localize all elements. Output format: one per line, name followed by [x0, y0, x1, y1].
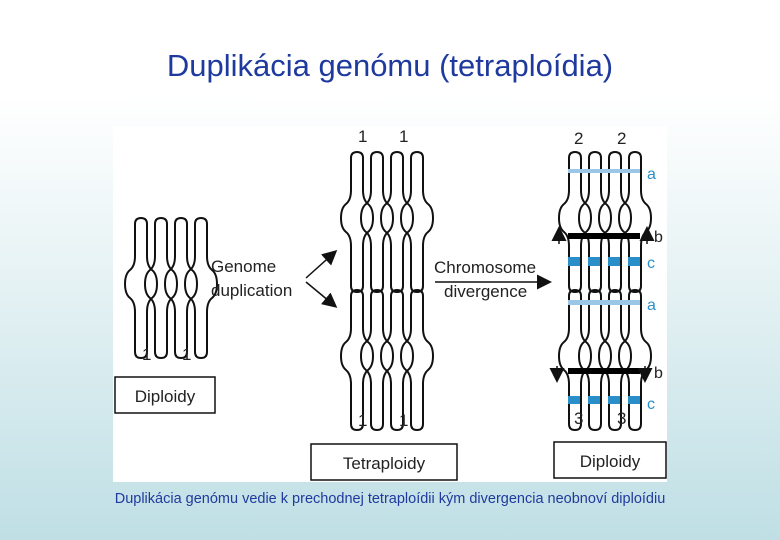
tetraploid-bottom-pair: [340, 289, 434, 431]
band-letter-b-top: b: [654, 229, 663, 246]
genome-duplication-label-2: duplication: [211, 281, 292, 300]
band-b-top: [568, 233, 640, 239]
diploidy-box-right: [553, 441, 667, 479]
band-b-bottom: [568, 368, 640, 374]
arrow-up: [305, 249, 338, 279]
band-letter-a-bottom: a: [647, 297, 656, 314]
band-letter-b-bottom: b: [654, 365, 663, 382]
right-bottom-number-1: 3: [574, 409, 583, 428]
tetraploid-bottom-number-1: 1: [358, 411, 367, 430]
diploid-number-2: 1: [182, 345, 191, 364]
band-a-top: [568, 169, 640, 173]
slide-title: Duplikácia genómu (tetraploídia): [166, 48, 614, 83]
right-bottom-pair: [558, 289, 652, 431]
tetraploid-bottom-number-2: 1: [399, 411, 408, 430]
diploidy-label-right: Diploidy: [580, 452, 641, 471]
genome-duplication-figure: 1 1 Diploidy Genome duplication 1 1 1 1 …: [113, 126, 667, 482]
diploid-number-1: 1: [142, 345, 151, 364]
tetraploidy-box: [310, 443, 458, 481]
right-top-number-2: 2: [617, 129, 626, 148]
band-c-bottom: [628, 396, 640, 404]
band-letter-c-top: c: [647, 255, 655, 272]
diploidy-box-left: [114, 376, 216, 414]
chromosome-divergence-label-1: Chromosome: [434, 258, 536, 277]
chromosome-divergence-label-2: divergence: [444, 282, 527, 301]
diploid-chromosome-pair: [124, 217, 218, 359]
band-a-bottom: [568, 300, 640, 305]
slide-caption: Duplikácia genómu vedie k prechodnej tet…: [114, 491, 666, 507]
right-top-pair: [558, 151, 652, 293]
genome-duplication-label-1: Genome: [211, 257, 276, 276]
band-letter-c-bottom: c: [647, 396, 655, 413]
band-c-top: [628, 257, 640, 266]
tetraploid-top-pair: [340, 151, 434, 293]
right-bottom-number-2: 3: [617, 409, 626, 428]
tetraploidy-label: Tetraploidy: [343, 454, 426, 473]
diploidy-label-left: Diploidy: [135, 387, 196, 406]
band-letter-a-top: a: [647, 166, 656, 183]
right-top-number-1: 2: [574, 129, 583, 148]
arrow-down: [305, 281, 338, 308]
tetraploid-top-number-1: 1: [358, 127, 367, 146]
diagram-svg: 1 1 Diploidy Genome duplication 1 1 1 1 …: [114, 127, 667, 481]
tetraploid-top-number-2: 1: [399, 127, 408, 146]
